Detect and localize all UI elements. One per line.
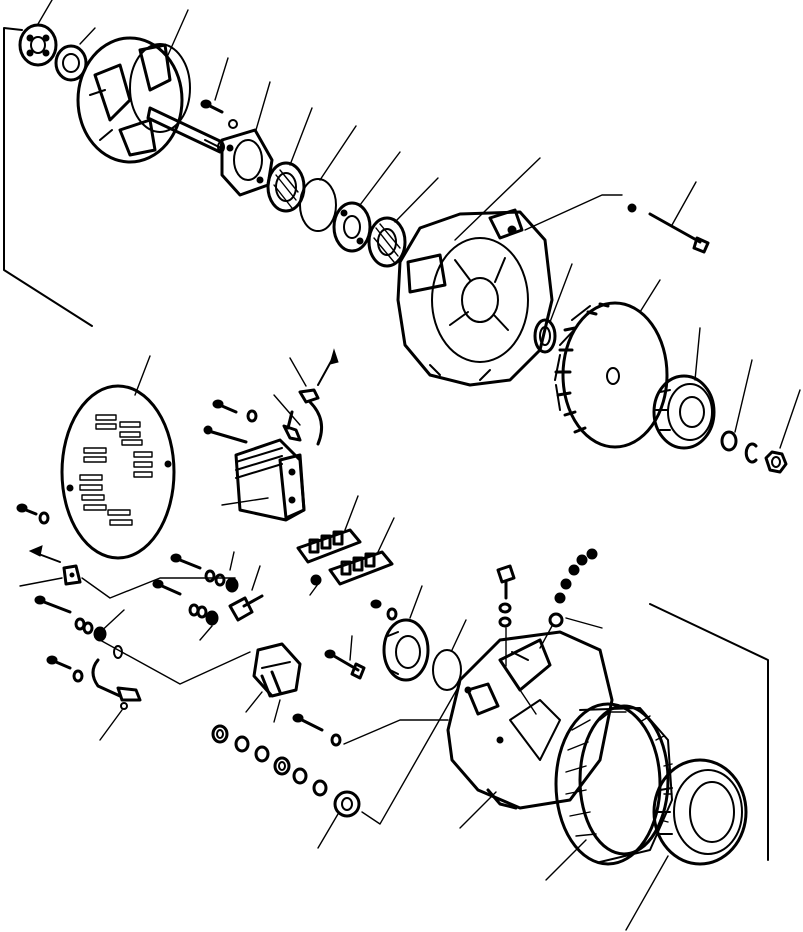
brush-holder-part — [245, 642, 302, 723]
cooling-fan-part — [554, 301, 669, 449]
output-stud-screws-part — [34, 595, 125, 659]
terminal-screws-part — [152, 551, 264, 641]
oil-seal-part — [533, 318, 557, 354]
bearing-retainer-plate-part — [220, 128, 274, 197]
terminal-bolt-part — [496, 564, 516, 667]
leader-lines-top — [37, 0, 801, 449]
rear-housing-part — [446, 630, 614, 829]
stud-bolt-part — [324, 635, 366, 680]
rear-cover-part — [60, 355, 176, 560]
drive-bearing-part — [367, 216, 407, 268]
front-housing-part — [396, 208, 554, 387]
cover-screw-part — [16, 503, 50, 525]
top-group-bracket — [3, 27, 93, 327]
housing-screw-part — [292, 713, 449, 747]
rotor-part — [76, 36, 225, 164]
front-bearing-part — [266, 161, 306, 213]
o-ring-part — [299, 178, 337, 232]
diode-strip-upper-part — [296, 495, 362, 596]
pulley-washer-part — [720, 430, 738, 452]
spacer-collar-part — [332, 201, 372, 253]
pulley-nut-part — [764, 450, 788, 474]
rear-o-ring-part — [432, 619, 467, 691]
rear-bearing-holder-part — [370, 585, 430, 682]
pulley-lock-washer-part — [744, 442, 758, 464]
insulator-washers-part — [211, 724, 328, 797]
rear-bearing-seal-part — [54, 44, 88, 82]
lower-group-bracket — [649, 603, 769, 861]
terminal-nuts-part — [539, 548, 603, 649]
rear-pulley-part — [625, 758, 748, 931]
stator-part — [545, 702, 673, 881]
bushing-part — [317, 683, 461, 849]
through-bolt-leader — [524, 194, 623, 231]
brush-terminal-part — [273, 348, 339, 446]
diode-strip-lower-part — [328, 517, 395, 586]
lead-wire-part — [46, 639, 251, 741]
rotor-screw-part — [200, 99, 238, 129]
pulley-part — [652, 374, 716, 450]
terminal-plate-part — [19, 545, 236, 599]
regulator-part — [221, 438, 306, 522]
through-bolt-part — [627, 203, 710, 254]
regulator-screw-part — [203, 399, 258, 444]
rear-bearing-part — [18, 23, 58, 67]
